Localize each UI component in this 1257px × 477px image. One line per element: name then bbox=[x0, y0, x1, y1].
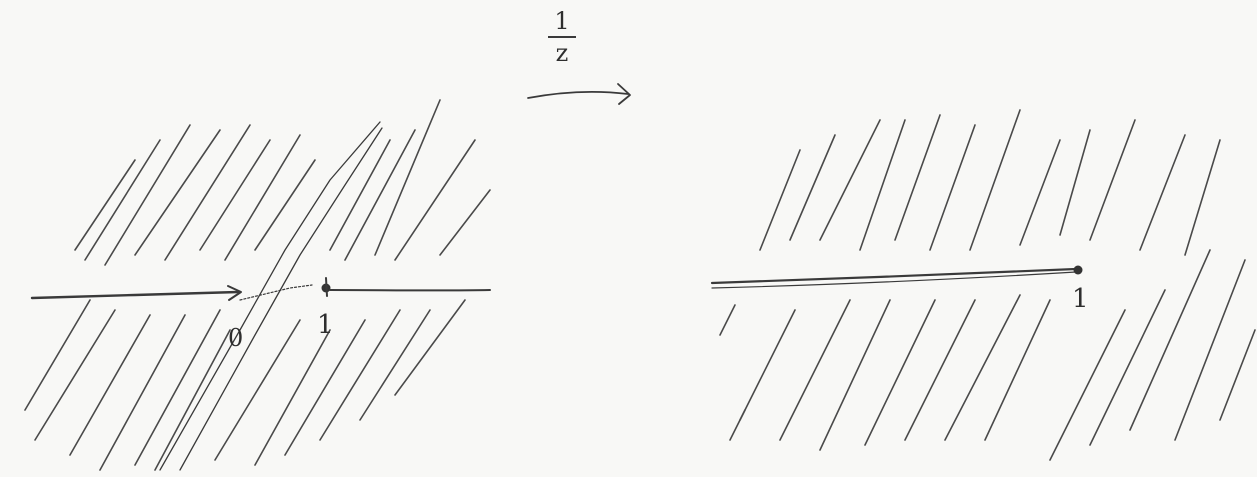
hatch-line bbox=[34, 309, 116, 441]
hatch-line bbox=[729, 409, 746, 441]
hatch-line bbox=[319, 309, 401, 441]
arrowhead-icon bbox=[617, 83, 631, 105]
hatch-line bbox=[1089, 289, 1166, 446]
slit-line bbox=[710, 267, 1078, 285]
hatch-line bbox=[344, 129, 416, 261]
hatch-line bbox=[759, 149, 801, 251]
slit-band bbox=[159, 121, 383, 471]
hatch-line bbox=[894, 114, 941, 241]
arrowhead-icon bbox=[227, 285, 242, 301]
hatch-line bbox=[859, 119, 906, 251]
hatch-line bbox=[254, 159, 316, 251]
hatch-line bbox=[359, 309, 431, 421]
hatch-line bbox=[1059, 129, 1091, 236]
label-zero: 0 bbox=[228, 324, 244, 352]
fraction-bar bbox=[548, 36, 576, 38]
hatch-line bbox=[1049, 309, 1126, 461]
map-denominator: z bbox=[555, 39, 569, 67]
slit-line-shadow bbox=[711, 271, 1077, 289]
hatch-line bbox=[1139, 134, 1186, 251]
right-ray bbox=[321, 277, 491, 297]
hatch-line bbox=[1184, 139, 1221, 256]
hatch-line bbox=[374, 99, 441, 256]
hatch-line bbox=[1129, 249, 1211, 431]
label-one-left: 1 bbox=[317, 310, 334, 340]
hatch-line bbox=[929, 124, 976, 251]
map-numerator: 1 bbox=[554, 7, 570, 35]
hatch-line bbox=[254, 329, 331, 466]
arrow-shaft bbox=[527, 91, 629, 99]
hatch-line bbox=[719, 304, 736, 336]
slit-edge-lower bbox=[159, 121, 381, 471]
hatch-line bbox=[164, 124, 251, 261]
hatch-line bbox=[984, 299, 1051, 441]
hatch-line bbox=[969, 109, 1021, 251]
point-one-tick bbox=[325, 277, 328, 297]
hatch-line bbox=[944, 294, 1021, 441]
hatch-line bbox=[1219, 329, 1256, 421]
hatch-line bbox=[74, 159, 136, 251]
ray-line bbox=[30, 290, 240, 300]
map-arrow bbox=[527, 83, 631, 105]
hatch-line bbox=[214, 319, 301, 461]
hatch-line bbox=[69, 314, 151, 456]
hatch-line bbox=[394, 139, 476, 261]
hatch-line bbox=[439, 189, 491, 256]
hatch-line bbox=[134, 309, 221, 466]
hatch-line bbox=[199, 139, 271, 251]
hatch-line bbox=[224, 134, 301, 261]
right-hatching bbox=[719, 109, 1256, 461]
hatch-line bbox=[779, 299, 851, 441]
hatch-line bbox=[789, 134, 836, 241]
hatch-line bbox=[284, 319, 366, 456]
left-ray bbox=[30, 285, 242, 301]
hatch-line bbox=[24, 299, 91, 411]
hatch-line bbox=[739, 309, 796, 421]
hatch-line bbox=[134, 129, 221, 256]
hatch-line bbox=[394, 299, 466, 396]
hatch-line bbox=[84, 139, 161, 261]
hatch-line bbox=[104, 124, 191, 266]
label-one-right: 1 bbox=[1072, 284, 1089, 314]
hatch-line bbox=[1089, 119, 1136, 241]
slit-segment bbox=[239, 284, 313, 301]
hatch-line bbox=[904, 299, 976, 441]
slit-edge-upper bbox=[179, 127, 383, 471]
left-hatching bbox=[24, 99, 491, 471]
hatch-line bbox=[819, 119, 881, 241]
hatch-line bbox=[154, 329, 231, 471]
hatch-line bbox=[329, 139, 391, 251]
hatch-line bbox=[864, 299, 936, 446]
hatch-line bbox=[1019, 139, 1061, 246]
hatch-line bbox=[819, 299, 891, 451]
map-label: 1 z bbox=[540, 8, 584, 66]
hatch-line bbox=[1174, 259, 1246, 441]
right-slit bbox=[710, 265, 1083, 289]
point-one-dot bbox=[1073, 265, 1083, 275]
hatch-line bbox=[99, 314, 186, 471]
